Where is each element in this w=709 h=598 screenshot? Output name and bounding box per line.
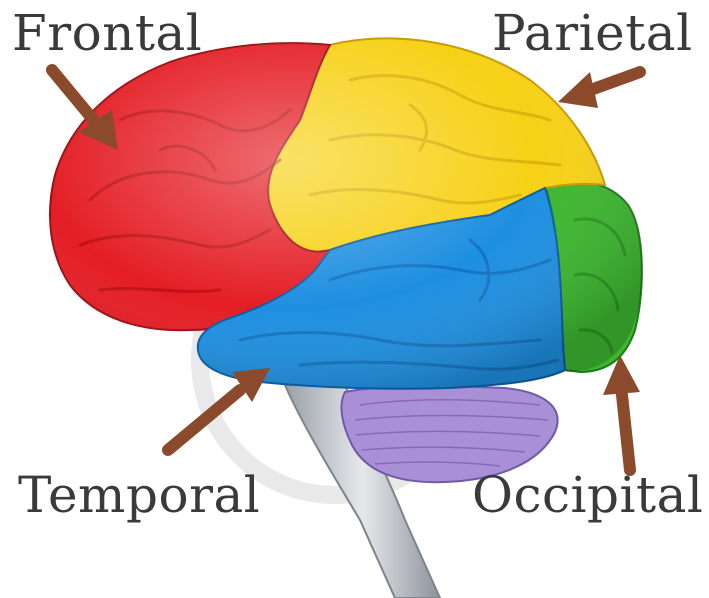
occipital-label: Occipital [472,470,703,520]
occipital-arrow-icon [622,395,630,470]
parietal-arrowhead-icon [558,72,598,108]
temporal-label: Temporal [18,470,260,520]
brain-shading [50,38,643,388]
parietal-label: Parietal [492,8,693,58]
frontal-arrow-icon [52,70,100,128]
frontal-label: Frontal [12,8,202,58]
